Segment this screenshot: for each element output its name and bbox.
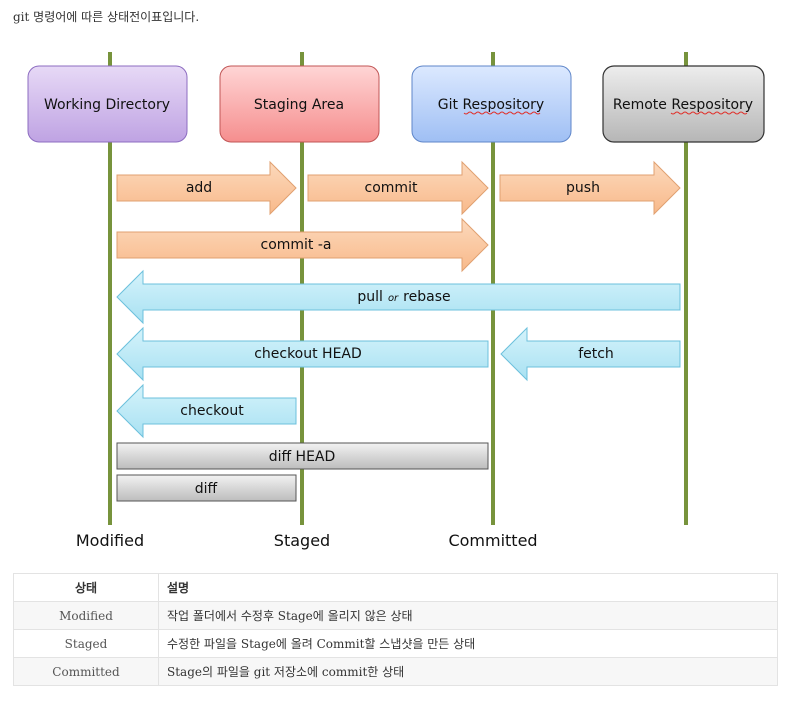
state-label-modified: Modified — [76, 531, 144, 550]
arrow-checkout — [116, 383, 297, 439]
spellcheck-underline-repository — [463, 111, 541, 115]
lane-box-repository — [411, 65, 572, 143]
intro-text: git 명령어에 따른 상태전이표입니다. — [13, 10, 200, 24]
lane-label-remote: Remote Respository — [613, 97, 753, 113]
arrow-add — [116, 160, 297, 216]
lane-label-working: Working Directory — [44, 97, 170, 113]
arrow-label-push: push — [566, 180, 600, 196]
spellcheck-underline-remote — [670, 111, 748, 115]
state-table: 상태 설명 Modified 작업 폴더에서 수정후 Stage에 올리지 않은… — [13, 573, 778, 686]
table-cell-state: Modified — [13, 601, 159, 630]
table-header-row: 상태 설명 — [13, 573, 778, 602]
arrow-label-add: add — [186, 180, 212, 196]
arrow-commit — [307, 160, 489, 216]
table-cell-description: Stage의 파일을 git 저장소에 commit한 상태 — [158, 657, 778, 686]
lane-box-working — [27, 65, 188, 143]
lane-box-remote — [602, 65, 765, 143]
table-row: Committed Stage의 파일을 git 저장소에 commit한 상태 — [13, 657, 778, 686]
table-cell-state: Staged — [13, 629, 159, 658]
arrow-push — [499, 160, 681, 216]
bar-label-diff: diff — [195, 481, 218, 497]
lane-box-staging — [219, 65, 380, 143]
lane-label-staging: Staging Area — [254, 97, 344, 113]
or-word: or — [388, 293, 399, 304]
arrow-label-checkout-head: checkout HEAD — [254, 346, 362, 362]
arrow-label-fetch: fetch — [578, 346, 614, 362]
pull-word: pull — [357, 289, 383, 305]
bar-label-diff-head: diff HEAD — [269, 449, 336, 465]
table-header-description: 설명 — [158, 573, 778, 602]
table-row: Modified 작업 폴더에서 수정후 Stage에 올리지 않은 상태 — [13, 601, 778, 630]
rebase-word: rebase — [403, 289, 450, 305]
table-cell-description: 수정한 파일을 Stage에 올려 Commit할 스냅샷을 만든 상태 — [158, 629, 778, 658]
git-state-diagram: Working Directory Staging Area Git Respo… — [27, 52, 765, 550]
arrow-fetch — [500, 326, 681, 382]
arrow-label-commit: commit — [365, 180, 418, 196]
table-row: Staged 수정한 파일을 Stage에 올려 Commit할 스냅샷을 만든… — [13, 629, 778, 658]
arrow-label-commit-a: commit -a — [261, 237, 332, 253]
state-label-staged: Staged — [274, 531, 330, 550]
table-cell-description: 작업 폴더에서 수정후 Stage에 올리지 않은 상태 — [158, 601, 778, 630]
lane-label-repository: Git Respository — [438, 97, 544, 113]
arrow-label-checkout: checkout — [180, 403, 244, 419]
table-header-state: 상태 — [13, 573, 159, 602]
arrow-checkout-head — [116, 326, 489, 382]
bar-diff-head — [116, 442, 489, 470]
arrow-pull-or-rebase — [116, 269, 681, 325]
table-cell-state: Committed — [13, 657, 159, 686]
state-table-container: 상태 설명 Modified 작업 폴더에서 수정후 Stage에 올리지 않은… — [13, 573, 778, 686]
arrow-commit-a — [116, 217, 489, 273]
state-label-committed: Committed — [448, 531, 537, 550]
bar-diff — [116, 474, 297, 502]
